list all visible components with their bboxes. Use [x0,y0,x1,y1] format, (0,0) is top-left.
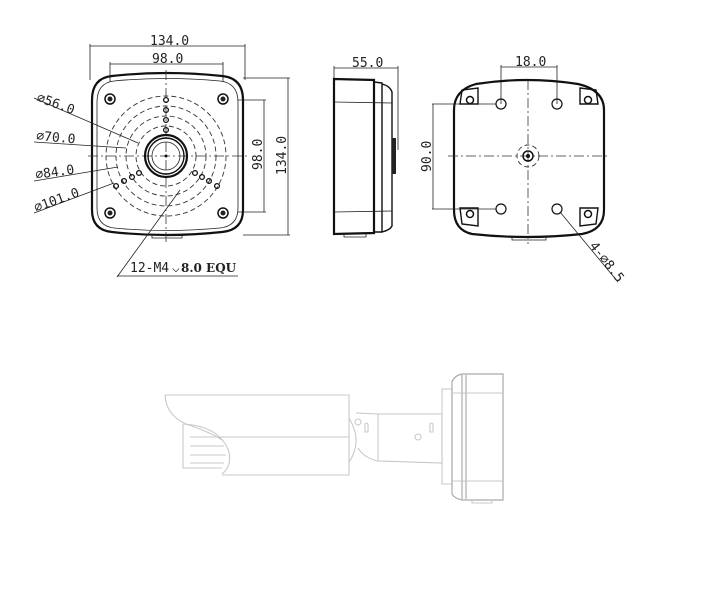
dim-width-outer: 134.0 [150,34,189,49]
thread-depth: 8.0 EQU [181,261,237,275]
dim-diameter-101: ⌀101.0 [32,186,81,216]
dim-hole-spacing-y: 90.0 [420,141,435,172]
front-view: 134.0 98.0 [32,34,290,278]
dim-diameter-70: ⌀70.0 [36,129,76,147]
back-view: 18.0 90.0 4-⌀8.5 [420,55,627,285]
dim-depth: 55.0 [352,56,383,71]
thread-note: 12-M4 [130,261,169,276]
dim-width-inner: 98.0 [152,52,183,67]
side-view: 55.0 [332,56,399,238]
dim-height-inner: 98.0 [251,139,266,170]
depth-symbol-icon: ⌵ [172,261,180,276]
dim-mount-holes: 4-⌀8.5 [586,239,627,285]
dim-diameter-56: ⌀56.0 [35,91,77,118]
dim-height-outer: 134.0 [275,136,290,175]
dim-hole-spacing-x: 18.0 [515,55,546,70]
dim-diameter-84: ⌀84.0 [34,163,75,183]
assembly-view [164,373,504,504]
